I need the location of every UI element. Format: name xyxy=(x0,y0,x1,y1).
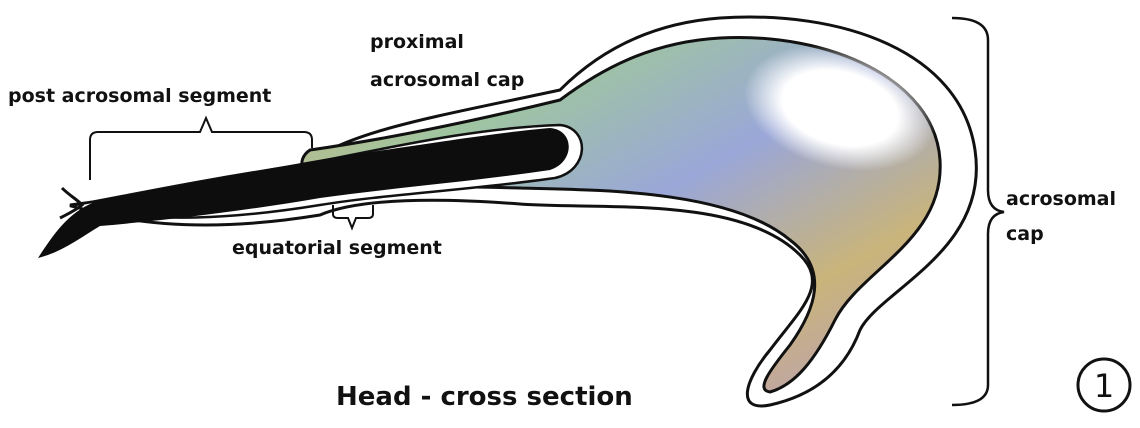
label-acrosomal-line2: cap xyxy=(1006,223,1044,245)
label-acrosomal-line1: acrosomal xyxy=(1006,188,1116,210)
diagram-title: Head - cross section xyxy=(336,382,633,412)
label-proximal-line1: proximal xyxy=(370,31,464,53)
label-post-acrosomal: post acrosomal segment xyxy=(8,85,271,107)
figure-number: 1 xyxy=(1094,367,1114,405)
label-proximal-line2: acrosomal cap xyxy=(370,69,524,91)
label-equatorial: equatorial segment xyxy=(232,237,442,259)
